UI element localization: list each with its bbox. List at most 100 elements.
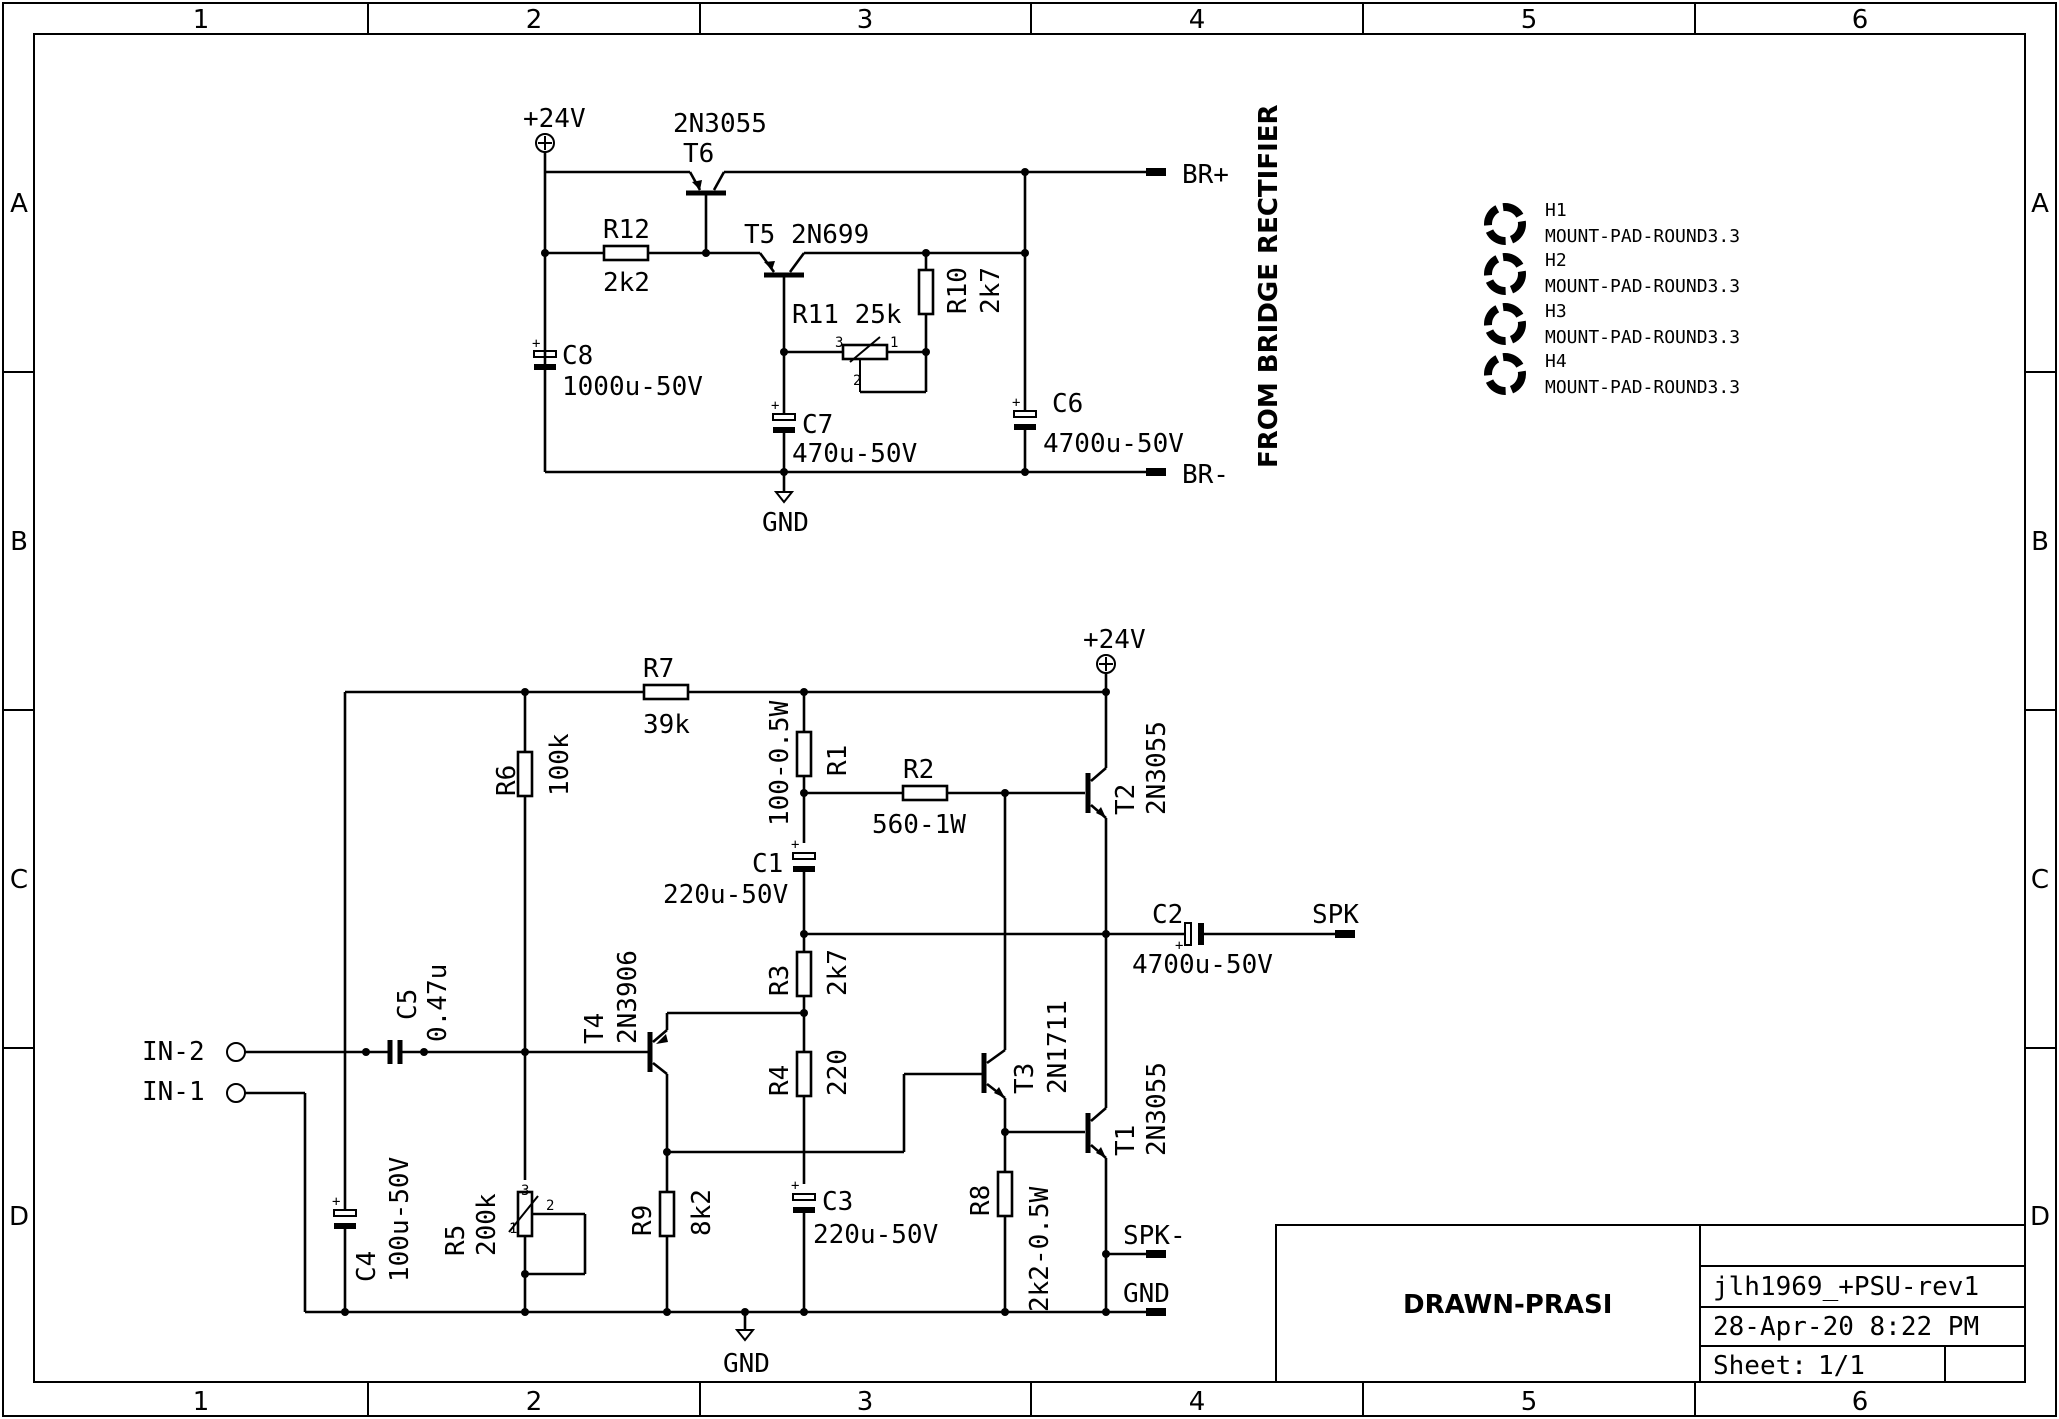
r10-ref: R10 bbox=[943, 267, 973, 314]
br-minus-label: BR- bbox=[1182, 460, 1229, 490]
r5-pin1: 1 bbox=[509, 1221, 517, 1237]
psu-gnd-symbol bbox=[773, 491, 795, 504]
t5-transistor bbox=[758, 252, 806, 278]
title-block: DRAWN-PRASI jlh1969_+PSU-rev1 28-Apr-20 … bbox=[1275, 1224, 2026, 1383]
amp-supply-label: +24V bbox=[1083, 625, 1146, 655]
h4-ref: H4 bbox=[1545, 351, 1567, 372]
spk-terminal bbox=[1335, 930, 1355, 938]
r4-val: 220 bbox=[823, 1049, 853, 1096]
t2-ref: T2 bbox=[1111, 784, 1141, 815]
frame-row-a: A bbox=[2031, 189, 2049, 219]
r11-pin1: 1 bbox=[890, 335, 898, 351]
c7-ref: C7 bbox=[802, 410, 833, 440]
project-name: jlh1969_+PSU-rev1 bbox=[1713, 1272, 1979, 1302]
drawn-by: DRAWN-PRASI bbox=[1403, 1290, 1612, 1320]
psu-supply-label: +24V bbox=[523, 104, 586, 134]
c6-val: 4700u-50V bbox=[1043, 429, 1184, 459]
c3-ref: C3 bbox=[822, 1187, 853, 1217]
t2-transistor bbox=[1085, 767, 1107, 819]
mount-pad-h2: H2 MOUNT-PAD-ROUND3.3 bbox=[1484, 250, 1740, 297]
r5-val: 200k bbox=[472, 1193, 502, 1256]
c2-val: 4700u-50V bbox=[1132, 950, 1273, 980]
in2-label: IN-2 bbox=[142, 1037, 205, 1067]
r10-resistor bbox=[917, 268, 935, 316]
c2-capacitor bbox=[1184, 922, 1204, 946]
r6-ref: R6 bbox=[492, 765, 522, 796]
psu-supply-symbol bbox=[535, 133, 555, 172]
t6-ref: T6 bbox=[683, 139, 714, 169]
frame-column-labels-top: 1 2 3 4 5 6 bbox=[193, 5, 1869, 35]
h2-val: MOUNT-PAD-ROUND3.3 bbox=[1545, 276, 1740, 297]
c3-polarity: + bbox=[791, 1178, 799, 1194]
c1-capacitor bbox=[792, 852, 816, 872]
r11-label: R11 25k bbox=[792, 300, 902, 330]
amplifier-circuit: +24V R7 39k R6 100k R1 100-0.5W R2 560-1… bbox=[142, 625, 1359, 1379]
frame-col-2: 2 bbox=[526, 1387, 543, 1417]
r12-ref: R12 bbox=[603, 215, 650, 245]
c8-polarity: + bbox=[532, 336, 540, 352]
gnd-bottom-label: GND bbox=[723, 1349, 770, 1379]
drawing-date: 28-Apr-20 8:22 PM bbox=[1713, 1312, 1979, 1342]
r7-ref: R7 bbox=[643, 654, 674, 684]
r8-ref: R8 bbox=[966, 1185, 996, 1216]
br-minus-terminal bbox=[1146, 468, 1166, 476]
c4-capacitor bbox=[333, 1209, 357, 1229]
r4-ref: R4 bbox=[765, 1065, 795, 1096]
r9-val: 8k2 bbox=[687, 1189, 717, 1236]
r5-pin2: 2 bbox=[546, 1198, 554, 1214]
r6-val: 100k bbox=[545, 733, 575, 796]
c1-polarity: + bbox=[791, 837, 799, 853]
r11-pin2: 2 bbox=[853, 373, 861, 389]
frame-row-b: B bbox=[10, 527, 28, 557]
c6-capacitor bbox=[1013, 410, 1037, 430]
c7-polarity: + bbox=[771, 398, 779, 414]
r5-ref: R5 bbox=[441, 1225, 471, 1256]
r11-pin3: 3 bbox=[835, 335, 843, 351]
r7-val: 39k bbox=[643, 710, 690, 740]
gnd-right-label: GND bbox=[1123, 1279, 1170, 1309]
r3-val: 2k7 bbox=[823, 949, 853, 996]
c3-capacitor bbox=[792, 1193, 816, 1213]
c4-polarity: + bbox=[332, 1194, 340, 1210]
c1-val: 220u-50V bbox=[663, 880, 788, 910]
frame-col-4: 4 bbox=[1189, 1387, 1206, 1417]
frame-col-1: 1 bbox=[193, 5, 210, 35]
t3-transistor bbox=[981, 1048, 1006, 1100]
t2-part: 2N3055 bbox=[1142, 721, 1172, 815]
c8-ref: C8 bbox=[562, 341, 593, 371]
br-plus-terminal bbox=[1146, 168, 1166, 176]
c8-capacitor bbox=[533, 350, 557, 370]
t6-part: 2N3055 bbox=[673, 109, 767, 139]
in1-terminal bbox=[226, 1083, 246, 1103]
h3-val: MOUNT-PAD-ROUND3.3 bbox=[1545, 327, 1740, 348]
frame-col-5: 5 bbox=[1521, 1387, 1538, 1417]
r12-resistor bbox=[602, 244, 650, 262]
frame-row-c: C bbox=[2031, 865, 2049, 895]
mount-pad-h1: H1 MOUNT-PAD-ROUND3.3 bbox=[1484, 200, 1740, 247]
t3-part: 2N1711 bbox=[1043, 1000, 1073, 1094]
c3-val: 220u-50V bbox=[813, 1220, 938, 1250]
r3-ref: R3 bbox=[765, 965, 795, 996]
spk-label: SPK bbox=[1312, 900, 1359, 930]
r2-ref: R2 bbox=[903, 755, 934, 785]
frame-row-d: D bbox=[2030, 1202, 2050, 1232]
frame-row-c: C bbox=[10, 865, 28, 895]
c8-val: 1000u-50V bbox=[562, 372, 703, 402]
from-bridge-label: FROM BRIDGE RECTIFIER bbox=[1254, 104, 1284, 468]
r11-trimmer bbox=[841, 343, 889, 361]
frame-row-a: A bbox=[10, 189, 28, 219]
r1-val: 100-0.5W bbox=[765, 700, 795, 826]
r9-ref: R9 bbox=[628, 1205, 658, 1236]
frame-col-3: 3 bbox=[857, 1387, 874, 1417]
frame-col-2: 2 bbox=[526, 5, 543, 35]
mount-pad-h4: H4 MOUNT-PAD-ROUND3.3 bbox=[1484, 351, 1740, 398]
sheet-label: Sheet: bbox=[1713, 1351, 1807, 1381]
frame-column-labels-bottom: 1 2 3 4 5 6 bbox=[193, 1387, 1869, 1417]
psu-circuit: +24V 2N3055 T6 BR+ R12 2k2 bbox=[523, 104, 1284, 538]
c2-polarity: + bbox=[1175, 938, 1183, 954]
c5-val: 0.47u bbox=[423, 964, 453, 1042]
c6-ref: C6 bbox=[1052, 389, 1083, 419]
gnd-right-terminal bbox=[1146, 1308, 1166, 1316]
